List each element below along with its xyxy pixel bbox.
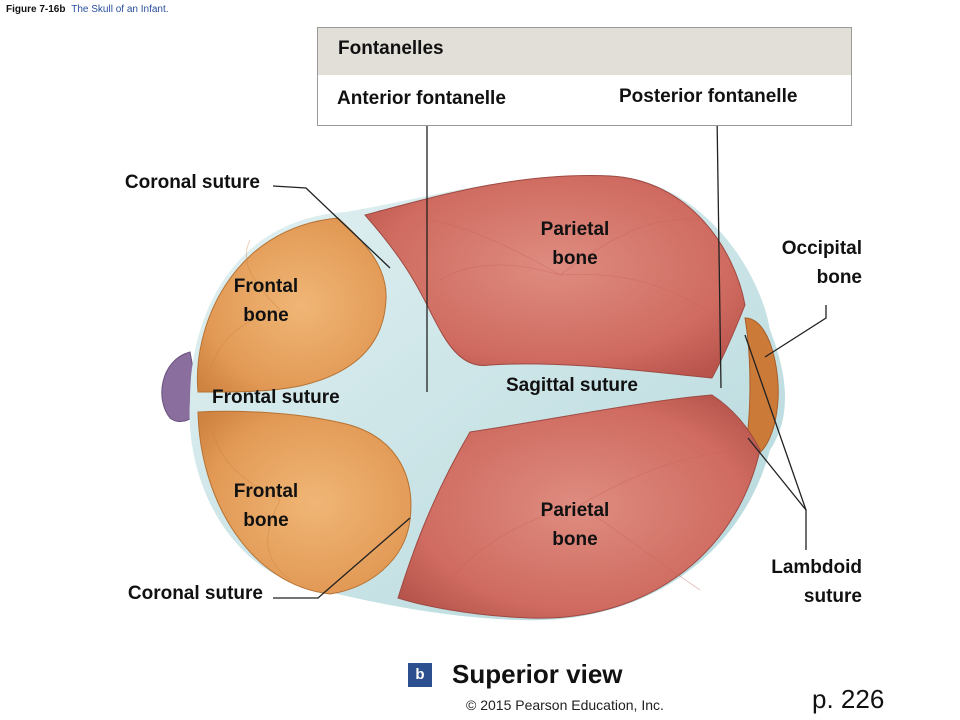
frontal-bone-top-line2: bone bbox=[243, 305, 289, 326]
copyright-notice: © 2015 Pearson Education, Inc. bbox=[466, 697, 664, 713]
frontal-bone-upper bbox=[196, 217, 387, 393]
frontal-suture-label: Frontal suture bbox=[212, 387, 340, 408]
leader-posterior-fontanelle bbox=[716, 114, 722, 389]
frontal-bone-bottom-line2: bone bbox=[243, 510, 289, 531]
occipital-bone-line1: Occipital bbox=[781, 238, 862, 259]
frontal-bone-lower bbox=[197, 410, 412, 595]
frontal-bone-label-bottom: Frontal bone bbox=[206, 477, 326, 535]
frontal-striations bbox=[209, 239, 291, 581]
page-number: p. 226 bbox=[812, 684, 885, 714]
parietal-bone-label-bottom: Parietal bone bbox=[515, 496, 635, 554]
view-title: Superior view bbox=[452, 659, 623, 689]
view-badge: b bbox=[408, 663, 432, 687]
frontal-bone-label-top: Frontal bone bbox=[206, 272, 326, 330]
lambdoid-suture-line1: Lambdoid bbox=[771, 557, 862, 578]
posterior-fontanelle-label: Posterior fontanelle bbox=[619, 86, 798, 107]
leader-lines bbox=[272, 114, 827, 599]
parietal-bone-label-top: Parietal bone bbox=[515, 215, 635, 273]
occipital-bone-label: Occipital bone bbox=[742, 234, 862, 292]
lambdoid-suture-line2: suture bbox=[803, 586, 862, 607]
coronal-suture-label-top: Coronal suture bbox=[124, 172, 260, 193]
fontanelles-box: Fontanelles Anterior fontanelle Posterio… bbox=[317, 27, 852, 126]
figure-caption: Figure 7-16b The Skull of an Infant. bbox=[6, 4, 169, 15]
leader-occipital bbox=[764, 305, 827, 358]
parietal-bone-bottom-line2: bone bbox=[552, 529, 598, 550]
occipital-bone-line2: bone bbox=[816, 267, 862, 288]
anterior-fontanelle-label: Anterior fontanelle bbox=[337, 88, 506, 109]
parietal-bone-lower bbox=[397, 394, 761, 619]
parietal-bone-bottom-line1: Parietal bbox=[540, 500, 610, 521]
coronal-suture-label-bottom: Coronal suture bbox=[127, 583, 263, 604]
parietal-bone-upper bbox=[364, 175, 746, 379]
leader-coronal-top bbox=[272, 185, 391, 269]
fontanelles-heading: Fontanelles bbox=[318, 28, 851, 75]
bone-striations bbox=[429, 218, 736, 591]
leader-lambdoid-2 bbox=[747, 437, 807, 511]
sagittal-suture-label: Sagittal suture bbox=[506, 375, 638, 396]
parietal-bone-top-line1: Parietal bbox=[540, 219, 610, 240]
figure-number: Figure 7-16b bbox=[6, 4, 66, 15]
leader-coronal-bottom bbox=[273, 517, 411, 599]
frontal-bone-bottom-line1: Frontal bbox=[233, 481, 299, 502]
parietal-bone-top-line2: bone bbox=[552, 248, 598, 269]
lambdoid-suture-label: Lambdoid suture bbox=[742, 553, 862, 611]
frontal-bone-top-line1: Frontal bbox=[233, 276, 299, 297]
figure-title: The Skull of an Infant. bbox=[71, 4, 169, 15]
